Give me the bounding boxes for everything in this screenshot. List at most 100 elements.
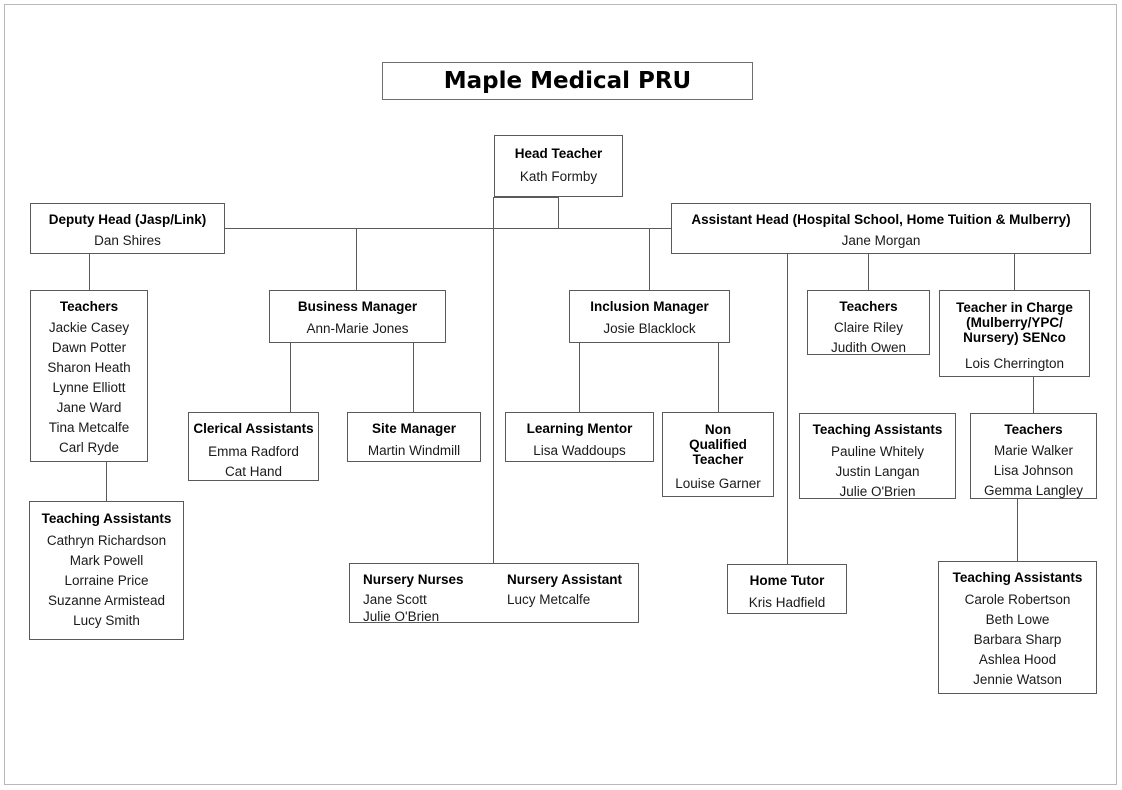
node-title: Teaching Assistants — [812, 422, 943, 437]
node-title: Nursery Assistant — [507, 572, 623, 587]
node-person: Sharon Heath — [47, 360, 131, 375]
node-title-line: Teacher — [692, 452, 744, 467]
connector-teachers-to-tas-left — [106, 462, 107, 501]
node-teachers-mulberry[interactable]: Teachers Marie Walker Lisa Johnson Gemma… — [970, 413, 1097, 499]
node-person: Suzanne Armistead — [47, 593, 166, 608]
chart-title-box: Maple Medical PRU — [382, 62, 753, 100]
connector-im-to-learning-mentor — [579, 343, 580, 412]
node-title: Business Manager — [297, 299, 418, 314]
node-title: Teachers — [1004, 422, 1063, 437]
node-title: Clerical Assistants — [193, 421, 314, 436]
node-nursery[interactable]: Nursery Nurses Jane Scott Julie O'Brien … — [349, 563, 639, 624]
node-person: Beth Lowe — [985, 612, 1050, 627]
node-assistant-head[interactable]: Assistant Head (Hospital School, Home Tu… — [671, 203, 1091, 254]
node-learning-mentor[interactable]: Learning Mentor Lisa Waddoups — [505, 412, 654, 462]
node-title-line: Qualified — [689, 437, 747, 452]
connector-deputy-to-teachers — [89, 254, 90, 290]
node-teaching-assistants-left[interactable]: Teaching Assistants Cathryn Richardson M… — [29, 501, 184, 640]
node-deputy-head[interactable]: Deputy Head (Jasp/Link) Dan Shires — [30, 203, 225, 254]
node-person: Josie Blacklock — [603, 321, 696, 336]
node-person: Julie O'Brien — [363, 609, 440, 624]
node-title: Deputy Head (Jasp/Link) — [48, 212, 207, 227]
node-person: Justin Langan — [835, 464, 920, 479]
node-inclusion-manager[interactable]: Inclusion Manager Josie Blacklock — [569, 290, 730, 343]
node-site-manager[interactable]: Site Manager Martin Windmill — [347, 412, 481, 462]
connector-head-to-nursery — [493, 197, 494, 563]
connector-bus-to-inclusion-manager — [649, 228, 650, 290]
node-person: Martin Windmill — [367, 443, 461, 458]
node-title-line: Teacher in Charge — [956, 300, 1073, 315]
node-person: Lynne Elliott — [52, 380, 126, 395]
node-person: Kath Formby — [519, 169, 598, 184]
node-title: Learning Mentor — [526, 421, 633, 436]
connector-im-to-nqt — [718, 343, 719, 412]
node-title: Home Tutor — [749, 573, 825, 588]
node-teachers-right[interactable]: Teachers Claire Riley Judith Owen — [807, 290, 930, 355]
node-title: Site Manager — [371, 421, 457, 436]
page-border — [4, 4, 1117, 785]
node-non-qualified-teacher[interactable]: Non Qualified Teacher Louise Garner — [662, 412, 774, 497]
node-home-tutor[interactable]: Home Tutor Kris Hadfield — [727, 564, 847, 614]
node-person: Louise Garner — [675, 476, 761, 491]
node-person: Lorraine Price — [64, 573, 149, 588]
node-teachers-left[interactable]: Teachers Jackie Casey Dawn Potter Sharon… — [30, 290, 148, 462]
node-person: Jane Ward — [56, 400, 122, 415]
node-person: Jackie Casey — [48, 320, 130, 335]
node-title: Head Teacher — [514, 146, 603, 161]
node-person: Claire Riley — [833, 320, 904, 335]
connector-head-bottom-spur — [493, 197, 559, 198]
node-person: Lisa Johnson — [993, 463, 1074, 478]
node-title: Teaching Assistants — [952, 570, 1083, 585]
node-person: Barbara Sharp — [973, 632, 1062, 647]
node-person: Lucy Smith — [73, 613, 140, 628]
node-head-teacher[interactable]: Head Teacher Kath Formby — [494, 135, 623, 197]
connector-ah-to-home-tutor — [787, 254, 788, 564]
node-title-line: (Mulberry/YPC/ — [966, 315, 1063, 330]
node-person: Mark Powell — [69, 553, 144, 568]
node-person: Marie Walker — [993, 443, 1073, 458]
node-person: Lisa Waddoups — [533, 443, 626, 458]
node-person: Lois Cherrington — [964, 356, 1065, 371]
connector-bus-to-business-manager — [356, 228, 357, 290]
connector-ah-to-teachers-right — [868, 254, 869, 290]
node-title: Nursery Nurses — [363, 572, 464, 587]
connector-teachers-mulberry-to-tas — [1017, 499, 1018, 561]
connector-main-bus — [225, 228, 671, 229]
node-teacher-in-charge[interactable]: Teacher in Charge (Mulberry/YPC/ Nursery… — [939, 290, 1090, 377]
node-title: Teachers — [839, 299, 898, 314]
connector-head-vertical — [558, 197, 559, 228]
node-person: Kris Hadfield — [748, 595, 826, 610]
nursery-assistant-column: Nursery Assistant Lucy Metcalfe — [494, 572, 638, 622]
node-person: Cat Hand — [224, 464, 283, 479]
node-person: Gemma Langley — [983, 483, 1084, 498]
node-title-line: Non — [704, 422, 732, 437]
connector-bm-to-clerical — [290, 343, 291, 412]
node-person: Lucy Metcalfe — [507, 592, 591, 607]
node-person: Ashlea Hood — [978, 652, 1057, 667]
node-person: Dan Shires — [94, 233, 161, 248]
node-person: Carole Robertson — [964, 592, 1071, 607]
node-person: Carl Ryde — [58, 440, 120, 455]
node-title: Teaching Assistants — [41, 511, 172, 526]
node-teaching-assistants-right[interactable]: Teaching Assistants Carole Robertson Bet… — [938, 561, 1097, 694]
node-title-line: Nursery) SENco — [963, 330, 1066, 345]
node-person: Jane Morgan — [841, 233, 921, 248]
node-clerical-assistants[interactable]: Clerical Assistants Emma Radford Cat Han… — [188, 412, 319, 481]
node-person: Dawn Potter — [51, 340, 127, 355]
chart-title: Maple Medical PRU — [443, 68, 692, 94]
node-teaching-assistants-mid[interactable]: Teaching Assistants Pauline Whitely Just… — [799, 413, 956, 499]
node-person: Tina Metcalfe — [48, 420, 130, 435]
node-person: Ann-Marie Jones — [306, 321, 409, 336]
node-person: Cathryn Richardson — [46, 533, 167, 548]
connector-tic-to-teachers-mulberry — [1033, 377, 1034, 413]
connector-ah-to-teacher-in-charge — [1014, 254, 1015, 290]
node-person: Emma Radford — [208, 444, 299, 459]
node-person: Jennie Watson — [973, 672, 1062, 687]
node-title: Inclusion Manager — [590, 299, 709, 314]
node-business-manager[interactable]: Business Manager Ann-Marie Jones — [269, 290, 446, 343]
node-person: Julie O'Brien — [839, 484, 916, 499]
node-title: Assistant Head (Hospital School, Home Tu… — [691, 212, 1071, 227]
nursery-nurses-column: Nursery Nurses Jane Scott Julie O'Brien — [350, 572, 494, 624]
node-title: Teachers — [59, 299, 119, 314]
